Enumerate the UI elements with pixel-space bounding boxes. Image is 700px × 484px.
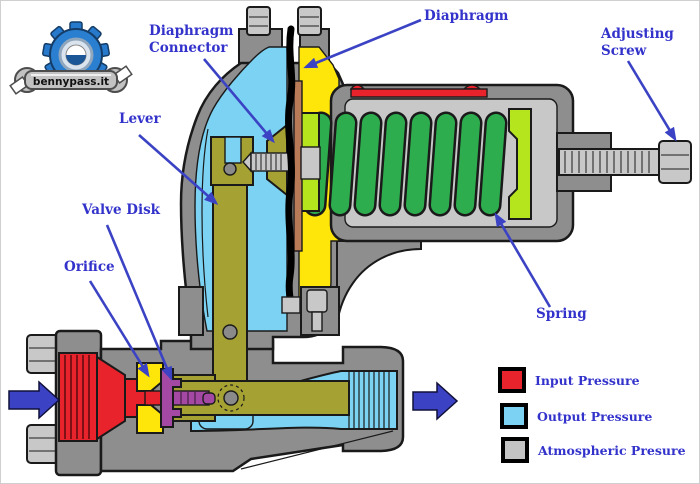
leader-adjusting-screw <box>626 60 677 142</box>
leader-orifice <box>88 280 150 378</box>
wrench-icon <box>9 65 133 95</box>
leader-lever <box>138 134 219 205</box>
bonnet-bolt-icon <box>246 6 322 36</box>
flange-bolt-icon <box>26 334 64 464</box>
legend-label-input: Input Pressure <box>535 372 640 388</box>
legend-swatch-output <box>500 403 528 429</box>
legend-swatch-atmospheric <box>501 437 529 463</box>
label-diaphragm-connector: Diaphragm Connector <box>149 23 234 56</box>
inflow-arrow-icon <box>8 380 61 420</box>
label-orifice: Orifice <box>64 259 115 275</box>
label-lever: Lever <box>119 111 161 127</box>
spring-seat-right <box>508 108 532 220</box>
legend-label-atmospheric: Atmospheric Presure <box>538 442 686 458</box>
diaphragm-part <box>281 25 321 314</box>
leader-diaphragm-connector <box>203 58 275 144</box>
screw-threads <box>564 151 650 173</box>
logo-text: bennypass.it <box>33 76 109 88</box>
legend-item-output: Output Pressure <box>500 403 652 429</box>
legend-item-input: Input Pressure <box>498 367 640 393</box>
adjusting-screw-part <box>558 140 692 184</box>
legend-label-output: Output Pressure <box>537 408 653 424</box>
label-adjusting-screw: Adjusting Screw <box>601 26 674 59</box>
label-spring: Spring <box>536 306 587 322</box>
leader-valve-disk <box>105 224 173 381</box>
vent-seal <box>349 84 488 98</box>
bennypass-logo: bennypass.it <box>9 21 133 95</box>
legend-swatch-input <box>498 367 526 393</box>
label-diaphragm: Diaphragm <box>424 8 509 24</box>
valve-disk-part <box>160 368 216 428</box>
label-valve-disk: Valve Disk <box>82 202 161 218</box>
leader-diaphragm <box>303 18 422 69</box>
legend-item-atmospheric: Atmospheric Presure <box>501 437 686 463</box>
outflow-arrow-icon <box>412 381 459 421</box>
leader-arrows <box>88 18 677 381</box>
bonnet-flange <box>178 286 340 336</box>
leader-spring <box>494 212 552 308</box>
outlet-threads <box>348 372 390 428</box>
